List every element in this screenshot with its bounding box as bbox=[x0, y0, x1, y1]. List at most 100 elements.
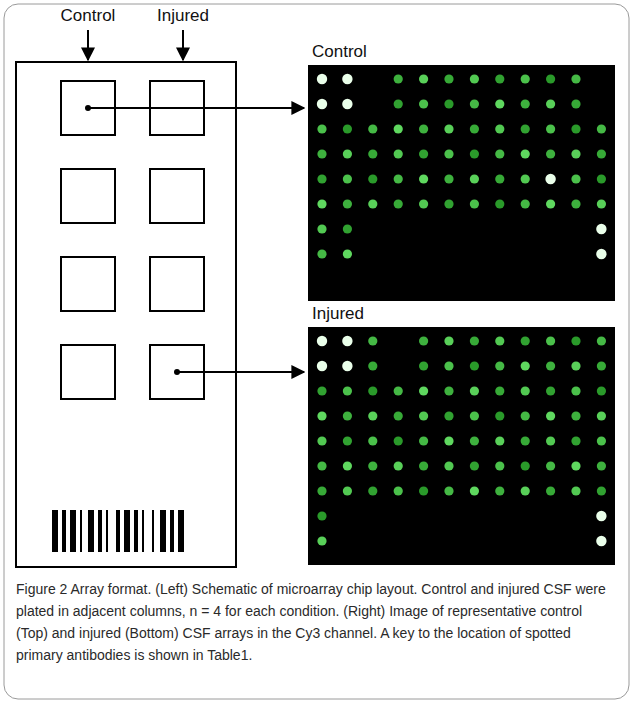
antibody-spot bbox=[444, 436, 453, 445]
antibody-spot bbox=[343, 174, 352, 183]
antibody-spot bbox=[419, 124, 428, 133]
array-well bbox=[61, 257, 115, 311]
antibody-spot bbox=[495, 386, 504, 395]
panel-heading: Injured bbox=[312, 304, 615, 324]
antibody-spot bbox=[597, 461, 606, 470]
antibody-spot bbox=[470, 199, 479, 208]
antibody-spot bbox=[317, 149, 326, 158]
antibody-spot bbox=[596, 224, 606, 234]
antibody-spot bbox=[343, 461, 352, 470]
antibody-spot bbox=[317, 361, 327, 371]
antibody-spot bbox=[419, 361, 428, 370]
antibody-spot bbox=[571, 336, 580, 345]
antibody-spot bbox=[571, 361, 580, 370]
antibody-spot bbox=[317, 436, 326, 445]
figure-caption: Figure 2 Array format. (Left) Schematic … bbox=[16, 578, 616, 666]
antibody-spot bbox=[317, 411, 326, 420]
antibody-spot bbox=[317, 536, 326, 545]
antibody-spot bbox=[343, 199, 352, 208]
antibody-spot bbox=[470, 149, 479, 158]
antibody-spot bbox=[317, 174, 326, 183]
antibody-spot bbox=[597, 199, 606, 208]
antibody-spot bbox=[342, 361, 352, 371]
antibody-spot bbox=[419, 461, 428, 470]
antibody-spot bbox=[571, 461, 580, 470]
antibody-spot bbox=[470, 386, 479, 395]
well-group bbox=[61, 81, 204, 399]
column-label: Injured bbox=[157, 6, 209, 26]
antibody-spot bbox=[368, 124, 377, 133]
antibody-spot bbox=[444, 74, 453, 83]
antibody-spot bbox=[546, 411, 555, 420]
microarray-chip bbox=[16, 62, 236, 567]
barcode-bar bbox=[178, 510, 184, 552]
antibody-spot bbox=[545, 174, 555, 184]
antibody-spot bbox=[571, 411, 580, 420]
antibody-spot bbox=[597, 336, 606, 345]
antibody-spot bbox=[343, 436, 352, 445]
barcode-bar bbox=[88, 510, 94, 552]
array-image-panel: Injured bbox=[308, 304, 615, 565]
antibody-spot bbox=[394, 436, 403, 445]
antibody-spot bbox=[368, 174, 377, 183]
antibody-spot bbox=[546, 361, 555, 370]
antibody-spot bbox=[470, 124, 479, 133]
barcode-bar bbox=[134, 510, 138, 552]
antibody-spot bbox=[317, 336, 327, 346]
antibody-spot bbox=[495, 149, 504, 158]
antibody-spot bbox=[521, 149, 530, 158]
barcode-bar bbox=[142, 510, 144, 552]
antibody-spot bbox=[571, 149, 580, 158]
barcode-bar bbox=[98, 510, 102, 552]
antibody-spot bbox=[521, 124, 530, 133]
antibody-spot bbox=[470, 336, 479, 345]
antibody-spot bbox=[444, 361, 453, 370]
antibody-spot bbox=[394, 199, 403, 208]
figure-frame bbox=[4, 4, 629, 699]
antibody-spot bbox=[546, 149, 555, 158]
antibody-spot bbox=[571, 436, 580, 445]
fluorescence-image bbox=[308, 327, 615, 565]
antibody-spot bbox=[470, 74, 479, 83]
image-ground bbox=[308, 65, 615, 301]
antibody-spot bbox=[368, 361, 377, 370]
antibody-spot bbox=[343, 249, 352, 258]
antibody-spot bbox=[546, 486, 555, 495]
barcode-bar bbox=[106, 510, 108, 552]
antibody-spot bbox=[317, 249, 326, 258]
antibody-spot bbox=[342, 336, 352, 346]
antibody-spot bbox=[317, 199, 326, 208]
antibody-spot bbox=[368, 386, 377, 395]
pointer-arrow bbox=[177, 371, 304, 373]
antibody-spot bbox=[394, 149, 403, 158]
antibody-spot bbox=[495, 361, 504, 370]
antibody-spot bbox=[470, 486, 479, 495]
antibody-spot bbox=[419, 149, 428, 158]
down-arrow bbox=[87, 30, 89, 60]
antibody-spot bbox=[571, 74, 580, 83]
antibody-spot bbox=[597, 361, 606, 370]
antibody-spot bbox=[419, 336, 428, 345]
barcode bbox=[52, 510, 184, 552]
antibody-spot bbox=[546, 461, 555, 470]
antibody-spot bbox=[317, 124, 326, 133]
pointer-arrow bbox=[88, 107, 304, 109]
panel-heading: Control bbox=[312, 42, 615, 62]
antibody-spot bbox=[596, 511, 606, 521]
antibody-spot bbox=[444, 99, 453, 108]
antibody-spot bbox=[546, 124, 555, 133]
antibody-spot bbox=[394, 174, 403, 183]
antibody-spot bbox=[571, 199, 580, 208]
antibody-spot bbox=[470, 174, 479, 183]
antibody-spot bbox=[521, 174, 530, 183]
antibody-spot bbox=[368, 436, 377, 445]
antibody-spot bbox=[495, 74, 504, 83]
antibody-spot bbox=[546, 199, 555, 208]
antibody-spot bbox=[394, 99, 403, 108]
antibody-spot bbox=[546, 386, 555, 395]
barcode-bar bbox=[52, 510, 58, 552]
barcode-bar bbox=[152, 510, 154, 552]
antibody-spot bbox=[444, 174, 453, 183]
antibody-spot bbox=[444, 124, 453, 133]
antibody-spot bbox=[343, 486, 352, 495]
